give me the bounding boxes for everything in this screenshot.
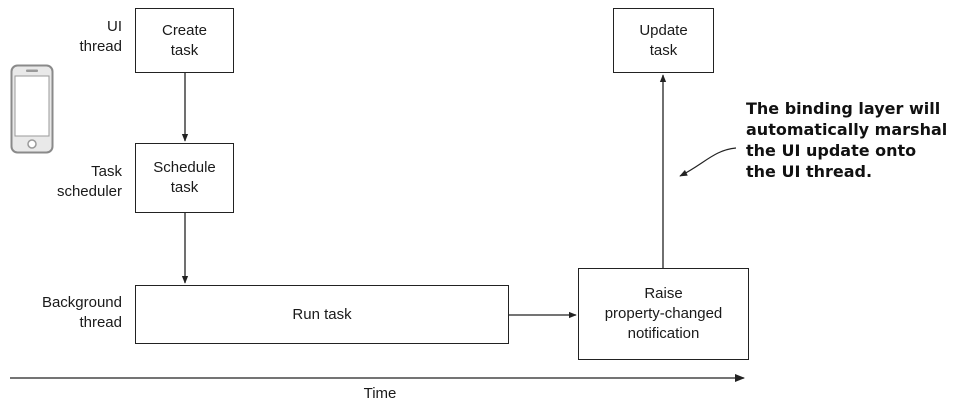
- create-task-box: Create task: [135, 8, 234, 73]
- callout-pointer: [679, 147, 737, 177]
- lane-label-ui-thread: UI thread: [79, 18, 122, 55]
- schedule-task-box: Schedule task: [135, 143, 234, 213]
- lane-label-background-thread: Background thread: [41, 294, 122, 331]
- binding-layer-callout: The binding layer will automatically mar…: [746, 99, 948, 181]
- run-task-box: Run task: [135, 285, 509, 344]
- smartphone-icon: [10, 64, 54, 154]
- time-axis-label: Time: [363, 385, 397, 402]
- lane-label-task-scheduler: Task scheduler: [56, 163, 122, 200]
- raise-notification-box: Raise property-changed notification: [578, 268, 749, 360]
- update-task-box: Update task: [613, 8, 714, 73]
